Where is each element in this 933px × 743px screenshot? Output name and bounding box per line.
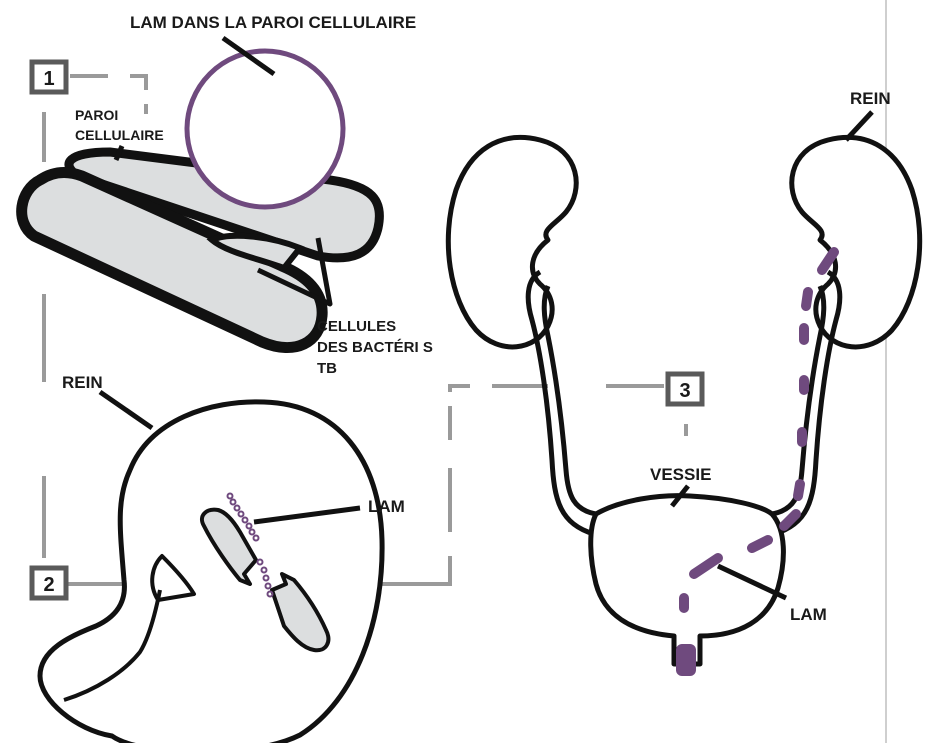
paroi-label-line2: CELLULAIRE [75,127,164,143]
rein-left-leader [100,392,152,428]
step-box-2: 2 [32,568,66,598]
lam-urethra [676,644,696,676]
lam-bladder-label: LAM [790,605,827,624]
rein-left-label: REIN [62,373,103,392]
cellules-label-line3: TB [317,360,337,377]
rein-top-leader [846,112,872,140]
cellules-label-line1: CELLULES [317,318,396,335]
panel-bacteria-cells: LAM DANS LA PAROI CELLULAIRE PAROI CELLU… [22,13,433,377]
step-box-1: 1 [32,62,66,92]
svg-text:1: 1 [43,68,54,90]
left-kidney [448,137,576,346]
lam-wall-label: LAM DANS LA PAROI CELLULAIRE [130,13,416,32]
svg-text:3: 3 [679,380,690,402]
lam-kidney-label: LAM [368,497,405,516]
cellules-label-line2: DES BACTÉRI S [317,339,433,356]
svg-text:2: 2 [43,574,54,596]
paroi-label-line1: PAROI [75,107,118,123]
step-box-3: 3 [668,374,702,404]
rein-top-label: REIN [850,89,891,108]
lam-wall-zoom-circle [187,51,343,207]
right-kidney [792,137,920,346]
bladder [591,496,784,664]
vessie-label: VESSIE [650,465,711,484]
panel-kidney-closeup: REIN LAM [40,373,405,743]
kidney-closeup-outline [40,402,382,743]
